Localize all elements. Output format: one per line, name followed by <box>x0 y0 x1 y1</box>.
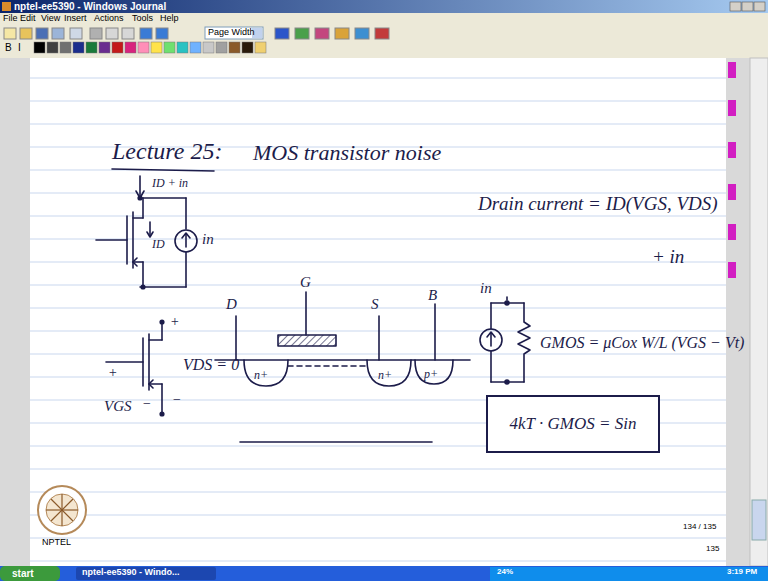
scrollbar <box>750 58 768 566</box>
title-bar <box>0 0 768 13</box>
boxed-equation: 4kT · GMOS = Sin <box>486 395 660 453</box>
window-buttons <box>730 2 765 11</box>
handwritten-label: in <box>202 231 214 248</box>
app-icon <box>2 2 11 11</box>
handwritten-label: Drain current = ID(VGS, VDS) <box>478 194 718 215</box>
ui-label: 3:19 PM <box>727 568 757 577</box>
ruled-lines <box>30 78 726 561</box>
ui-label: nptel-ee5390 - Windo... <box>82 568 179 578</box>
handwritten-label: − <box>142 396 151 411</box>
ui-label: nptel-ee5390 - Windows Journal <box>14 1 166 12</box>
handwritten-label: n+ <box>254 369 268 382</box>
handwritten-label: in <box>480 280 492 297</box>
ui-label: 135 <box>706 545 719 554</box>
ui-label: 24% <box>497 568 513 577</box>
tray <box>490 567 768 581</box>
ui-label: start <box>12 568 34 579</box>
page-margin <box>0 58 750 566</box>
mos-cross-section <box>215 292 470 442</box>
handwritten-label: n+ <box>378 369 392 382</box>
handwritten-label: S <box>371 296 379 313</box>
ui-label: 134 / 135 <box>683 523 716 532</box>
ui-label: Help <box>160 14 179 24</box>
noise-model <box>480 297 530 384</box>
color-swatches <box>34 42 266 53</box>
ui-label: B <box>5 42 12 53</box>
ui-label: NPTEL <box>42 538 71 548</box>
journal-page <box>30 58 726 566</box>
handwritten-label: G <box>300 274 311 291</box>
handwritten-label: − <box>172 392 181 407</box>
ui-label: Edit <box>20 14 36 24</box>
handwritten-label: GMOS = μCox W/L (VGS − Vt) <box>540 334 744 352</box>
ui-label: Page Width <box>208 28 255 38</box>
start-button <box>0 566 60 581</box>
scroll-thumb <box>752 500 766 540</box>
handwritten-label: D <box>226 296 237 313</box>
handwritten-label: + <box>108 365 117 380</box>
ui-label: Insert <box>64 14 87 24</box>
title-underline <box>112 169 214 171</box>
handwritten-label: VDS = 0 <box>183 356 239 374</box>
ui-label: Tools <box>132 14 153 24</box>
ui-label: I <box>18 42 21 53</box>
ui-label: View <box>41 14 60 24</box>
page-tabs <box>728 62 736 278</box>
toolbar-ground <box>0 0 768 60</box>
task-button <box>76 567 216 580</box>
handwritten-label: + <box>170 314 179 329</box>
ui-label: Actions <box>94 14 124 24</box>
equation-text: 4kT · GMOS = Sin <box>510 414 637 434</box>
stray-line <box>240 441 432 443</box>
handwritten-label: ID <box>152 238 165 251</box>
handwritten-label: p+ <box>424 368 438 381</box>
handwritten-label: B <box>428 287 437 304</box>
taskbar <box>0 566 768 581</box>
mosfet-with-noise-source <box>96 176 197 289</box>
ui-label: File <box>3 14 18 24</box>
handwritten-label: MOS transistor noise <box>253 141 441 165</box>
lecture-title: Lecture 25: <box>112 138 222 164</box>
handwritten-label: + in <box>652 247 684 268</box>
nptel-logo <box>38 486 86 534</box>
toolbar-icons <box>4 27 389 39</box>
handwritten-label: VGS <box>104 398 132 415</box>
handwritten-label: ID + in <box>152 177 188 190</box>
